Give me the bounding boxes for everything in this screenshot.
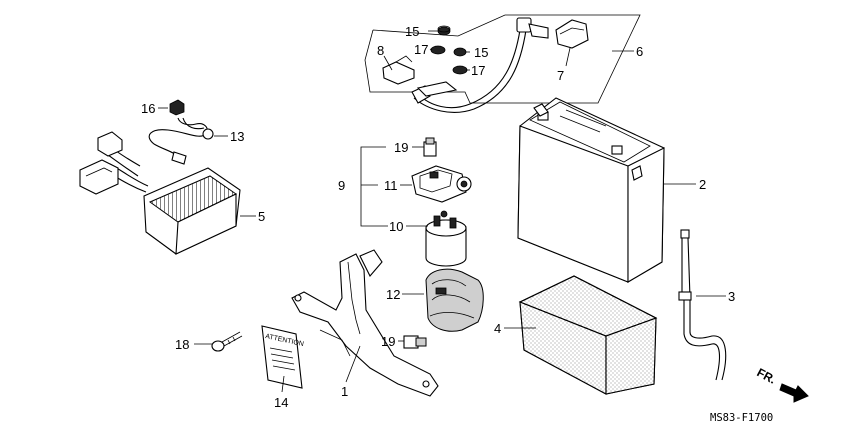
front-direction-label: FR. <box>755 365 779 386</box>
relay-cover-12 <box>425 268 484 332</box>
front-direction-indicator: FR. <box>755 365 809 403</box>
relay-group-bracket <box>360 146 388 227</box>
bolt-15-upper <box>437 25 451 36</box>
callout-15-upper: 15 <box>405 24 419 39</box>
starter-solenoid-10 <box>425 210 467 267</box>
drawing-code: MS83-F1700 <box>710 412 773 424</box>
callout-3: 3 <box>728 289 735 304</box>
callout-18: 18 <box>175 337 189 352</box>
fuse-19-lower <box>403 335 427 349</box>
ground-wire-13 <box>148 117 214 165</box>
callout-5: 5 <box>258 209 265 224</box>
callout-4: 4 <box>494 321 501 336</box>
callout-9: 9 <box>338 178 345 193</box>
callout-11: 11 <box>384 178 398 193</box>
battery-case-4 <box>518 275 658 395</box>
bolt-15-lower <box>453 47 467 57</box>
fuse-19-upper <box>423 137 437 157</box>
battery-negative-cable <box>382 55 458 97</box>
starter-relay-11 <box>411 165 472 203</box>
terminal-cover <box>555 19 589 49</box>
breather-tube-3 <box>678 229 727 381</box>
callout-numbers: 1 2 3 4 5 6 7 8 9 10 11 12 13 14 15 15 1… <box>141 24 735 410</box>
cable-group-bracket <box>364 14 641 104</box>
callout-19-upper: 19 <box>394 140 408 155</box>
callout-17-lower: 17 <box>471 63 485 78</box>
callout-17-upper: 17 <box>414 42 428 57</box>
callout-19-lower: 19 <box>381 334 395 349</box>
bolt-18 <box>211 331 243 352</box>
callout-6: 6 <box>636 44 643 59</box>
battery-holder-1 <box>291 249 439 397</box>
caution-label-14: ATTENTION <box>261 325 304 389</box>
callout-7: 7 <box>557 68 564 83</box>
leader-lines <box>158 30 726 393</box>
callout-14: 14 <box>274 395 288 410</box>
callout-8: 8 <box>377 43 384 58</box>
callout-13: 13 <box>230 129 244 144</box>
regulator-rectifier <box>79 131 241 255</box>
washer-17-lower <box>452 65 468 75</box>
callout-16: 16 <box>141 101 155 116</box>
callout-15-lower: 15 <box>474 45 488 60</box>
callout-10: 10 <box>389 219 403 234</box>
callout-12: 12 <box>386 287 400 302</box>
nut-16 <box>169 99 185 116</box>
front-arrow-icon <box>779 383 809 403</box>
callout-1: 1 <box>341 384 348 399</box>
battery-2 <box>517 97 665 283</box>
callout-2: 2 <box>699 177 706 192</box>
washer-17-upper <box>430 45 446 55</box>
